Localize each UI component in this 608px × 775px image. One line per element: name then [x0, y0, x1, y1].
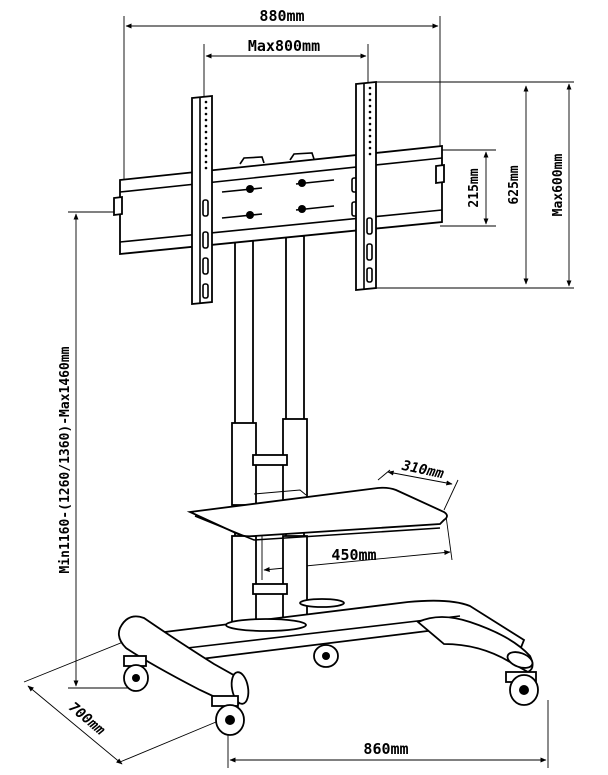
- shelf: [186, 486, 448, 541]
- caster-left: [123, 655, 149, 692]
- label-arm-height: 625mm: [507, 165, 522, 204]
- casters: [123, 644, 539, 736]
- base: [117, 598, 534, 707]
- label-total-height: Min1160-(1260/1360)-Max1460mm: [58, 346, 73, 573]
- right-vesa-arm: [355, 81, 377, 291]
- dimension-lines: [23, 16, 574, 768]
- columns: [231, 235, 308, 627]
- caster-right: [505, 671, 539, 706]
- caster-front: [211, 695, 245, 736]
- mounting-bolts: [221, 177, 358, 219]
- label-shelf-width: 450mm: [331, 546, 376, 564]
- left-vesa-arm: [191, 95, 213, 305]
- label-hole-spacing: 215mm: [467, 168, 482, 207]
- label-vesa-height: Max600mm: [551, 154, 566, 217]
- mount-bar: [113, 144, 445, 255]
- label-vesa-width: Max800mm: [248, 37, 320, 55]
- tv-stand: [113, 81, 539, 736]
- label-base-width: 860mm: [363, 740, 408, 758]
- label-overall-width: 880mm: [259, 7, 304, 25]
- label-base-depth: 700mm: [65, 699, 108, 739]
- caster-middle: [313, 644, 339, 668]
